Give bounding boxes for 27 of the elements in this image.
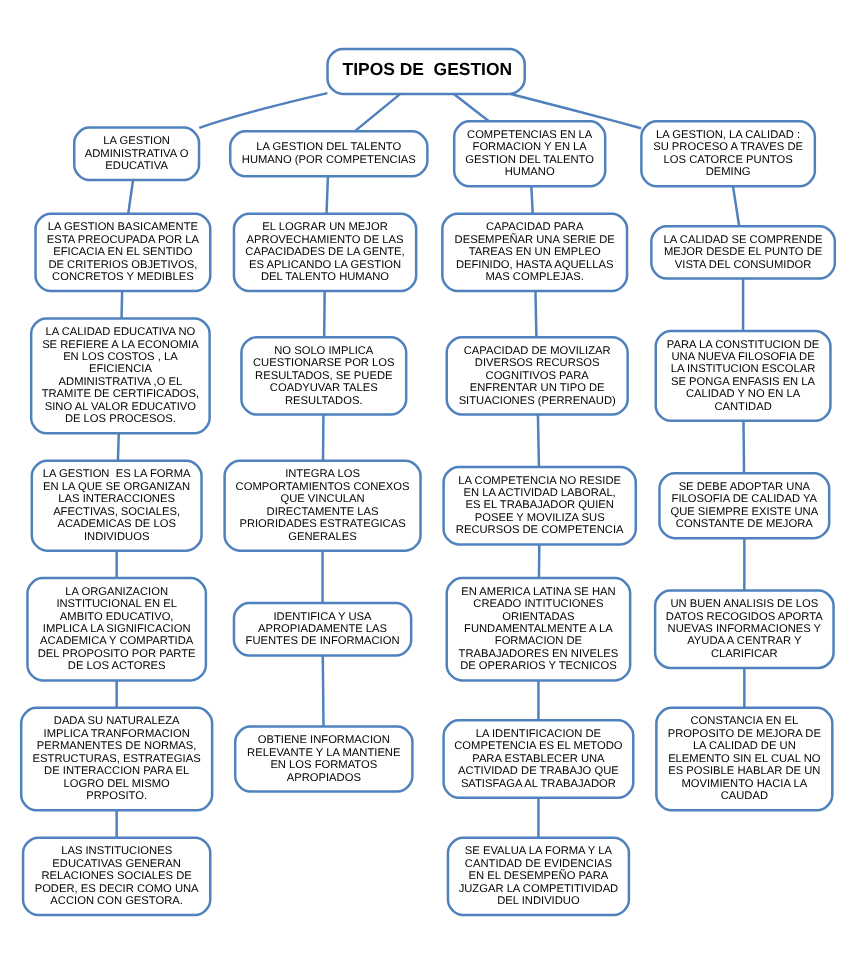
connector: [120, 291, 124, 319]
connector: [742, 420, 746, 474]
connector: [115, 680, 118, 708]
connector: [537, 680, 540, 721]
connector: [743, 538, 746, 591]
connector: [115, 810, 118, 838]
connector: [116, 433, 120, 461]
connector: [453, 93, 490, 123]
connector: [731, 186, 741, 226]
connector: [530, 186, 534, 214]
connector: [743, 668, 746, 708]
connector: [354, 93, 401, 133]
connector: [115, 550, 118, 578]
connector: [321, 655, 325, 727]
connector: [537, 797, 540, 838]
connector: [321, 414, 325, 461]
node-box: TIPOS DE GESTION: [326, 47, 526, 96]
connector: [510, 92, 642, 130]
connector: [536, 414, 541, 467]
connector: [321, 550, 324, 604]
connector: [198, 91, 328, 130]
connector: [325, 176, 330, 214]
connector: [537, 544, 541, 578]
connector: [127, 180, 135, 214]
connector: [534, 291, 538, 338]
connector: [322, 291, 326, 338]
connector: [741, 278, 745, 331]
